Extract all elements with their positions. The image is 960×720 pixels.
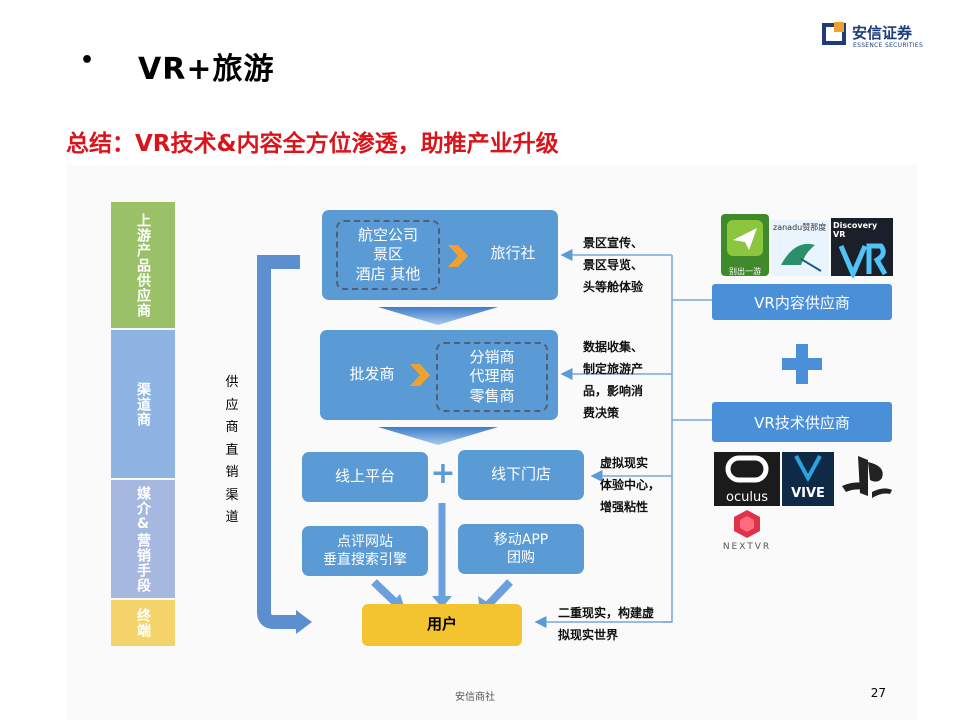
supplier-group-frame <box>336 220 440 290</box>
footer-source: 安信商社 <box>455 692 495 703</box>
note-content-effect: 景区宣传、 景区导览、 头等舱体验 <box>583 236 644 294</box>
side-label-upstream: 上游产品供应商 <box>111 202 175 328</box>
user-box: 用户 <box>362 604 522 646</box>
down-arrow-2 <box>378 427 498 445</box>
plus-icon <box>782 344 822 384</box>
logo-mark-icon <box>822 22 846 45</box>
paper-plane-icon <box>727 220 763 256</box>
down-arrow-1 <box>378 307 498 325</box>
app3-label: Discovery VR <box>833 221 878 239</box>
playstation-icon <box>842 456 892 498</box>
wholesaler: 批发商 <box>349 365 395 384</box>
upstream-box <box>322 210 558 300</box>
side-label-media: 媒介&营销手段 <box>111 480 175 598</box>
app2-label: zanadu赞那度 <box>773 223 827 232</box>
vive-logo: VIVE <box>782 452 834 506</box>
direct-channel-bracket <box>257 255 300 629</box>
online-platform: 线上平台 <box>302 452 428 502</box>
logo-name-en: ESSENCE SECURITIES <box>853 42 924 49</box>
app1-logo: 别出一游 <box>721 214 769 276</box>
page-number: 27 <box>870 686 886 700</box>
logo-name: 安信证券 <box>852 24 913 42</box>
nextvr-icon <box>734 510 760 538</box>
app1-label: 别出一游 <box>729 267 761 276</box>
note-user-effect: 二重现实，构建虚 拟现实世界 <box>558 606 655 642</box>
vr-mark-icon <box>838 243 888 281</box>
supplier-group: 航空公司 景区 酒店 其他 <box>355 225 421 283</box>
hummingbird-icon <box>781 243 822 272</box>
direct-channel-label: 供应商直销渠道 <box>225 375 239 525</box>
note-store-effect: 虚拟现实 体验中心， 增强粘性 <box>600 456 661 514</box>
vive-mark-icon <box>794 455 822 483</box>
chevron-right-icon <box>448 245 468 267</box>
travel-agency: 旅行社 <box>490 244 536 263</box>
distributor-group: 分销商 代理商 零售商 <box>469 347 515 405</box>
app2-logo: zanadu赞那度 <box>771 220 829 276</box>
vr-content-supplier: VR内容供应商 <box>712 284 892 320</box>
oculus-ring-icon <box>725 455 769 483</box>
chevron-right-icon <box>410 364 430 386</box>
arrow-right <box>485 579 513 608</box>
slide-title: VR+旅游 <box>138 52 275 87</box>
side-label-terminal: 终端 <box>111 600 175 646</box>
nextvr-label: NEXTVR <box>722 542 772 552</box>
side-label-channel: 渠道商 <box>111 330 175 478</box>
title-bullet: • <box>80 48 95 73</box>
vive-label: VIVE <box>791 486 825 501</box>
right-connector <box>662 255 673 623</box>
distributor-group-frame <box>436 342 548 412</box>
review-sites: 点评网站 垂直搜索引擎 <box>302 526 428 576</box>
plus-sign: + <box>430 456 456 491</box>
note-data-effect: 数据收集、 制定旅游产 品，影响消 费决策 <box>583 340 644 420</box>
oculus-label: oculus <box>726 490 768 505</box>
app3-logo: Discovery VR <box>831 218 893 281</box>
mobile-app: 移动APP 团购 <box>458 524 584 574</box>
offline-store: 线下门店 <box>458 450 584 500</box>
bracket-arrowhead <box>296 610 312 634</box>
oculus-logo: oculus <box>714 452 780 506</box>
company-logo: 安信证券 ESSENCE SECURITIES <box>822 22 942 54</box>
vr-tech-supplier: VR技术供应商 <box>712 402 892 442</box>
nextvr-logo: NEXTVR <box>714 508 780 554</box>
slide-subtitle: 总结：VR技术&内容全方位渗透，助推产业升级 <box>66 131 559 157</box>
